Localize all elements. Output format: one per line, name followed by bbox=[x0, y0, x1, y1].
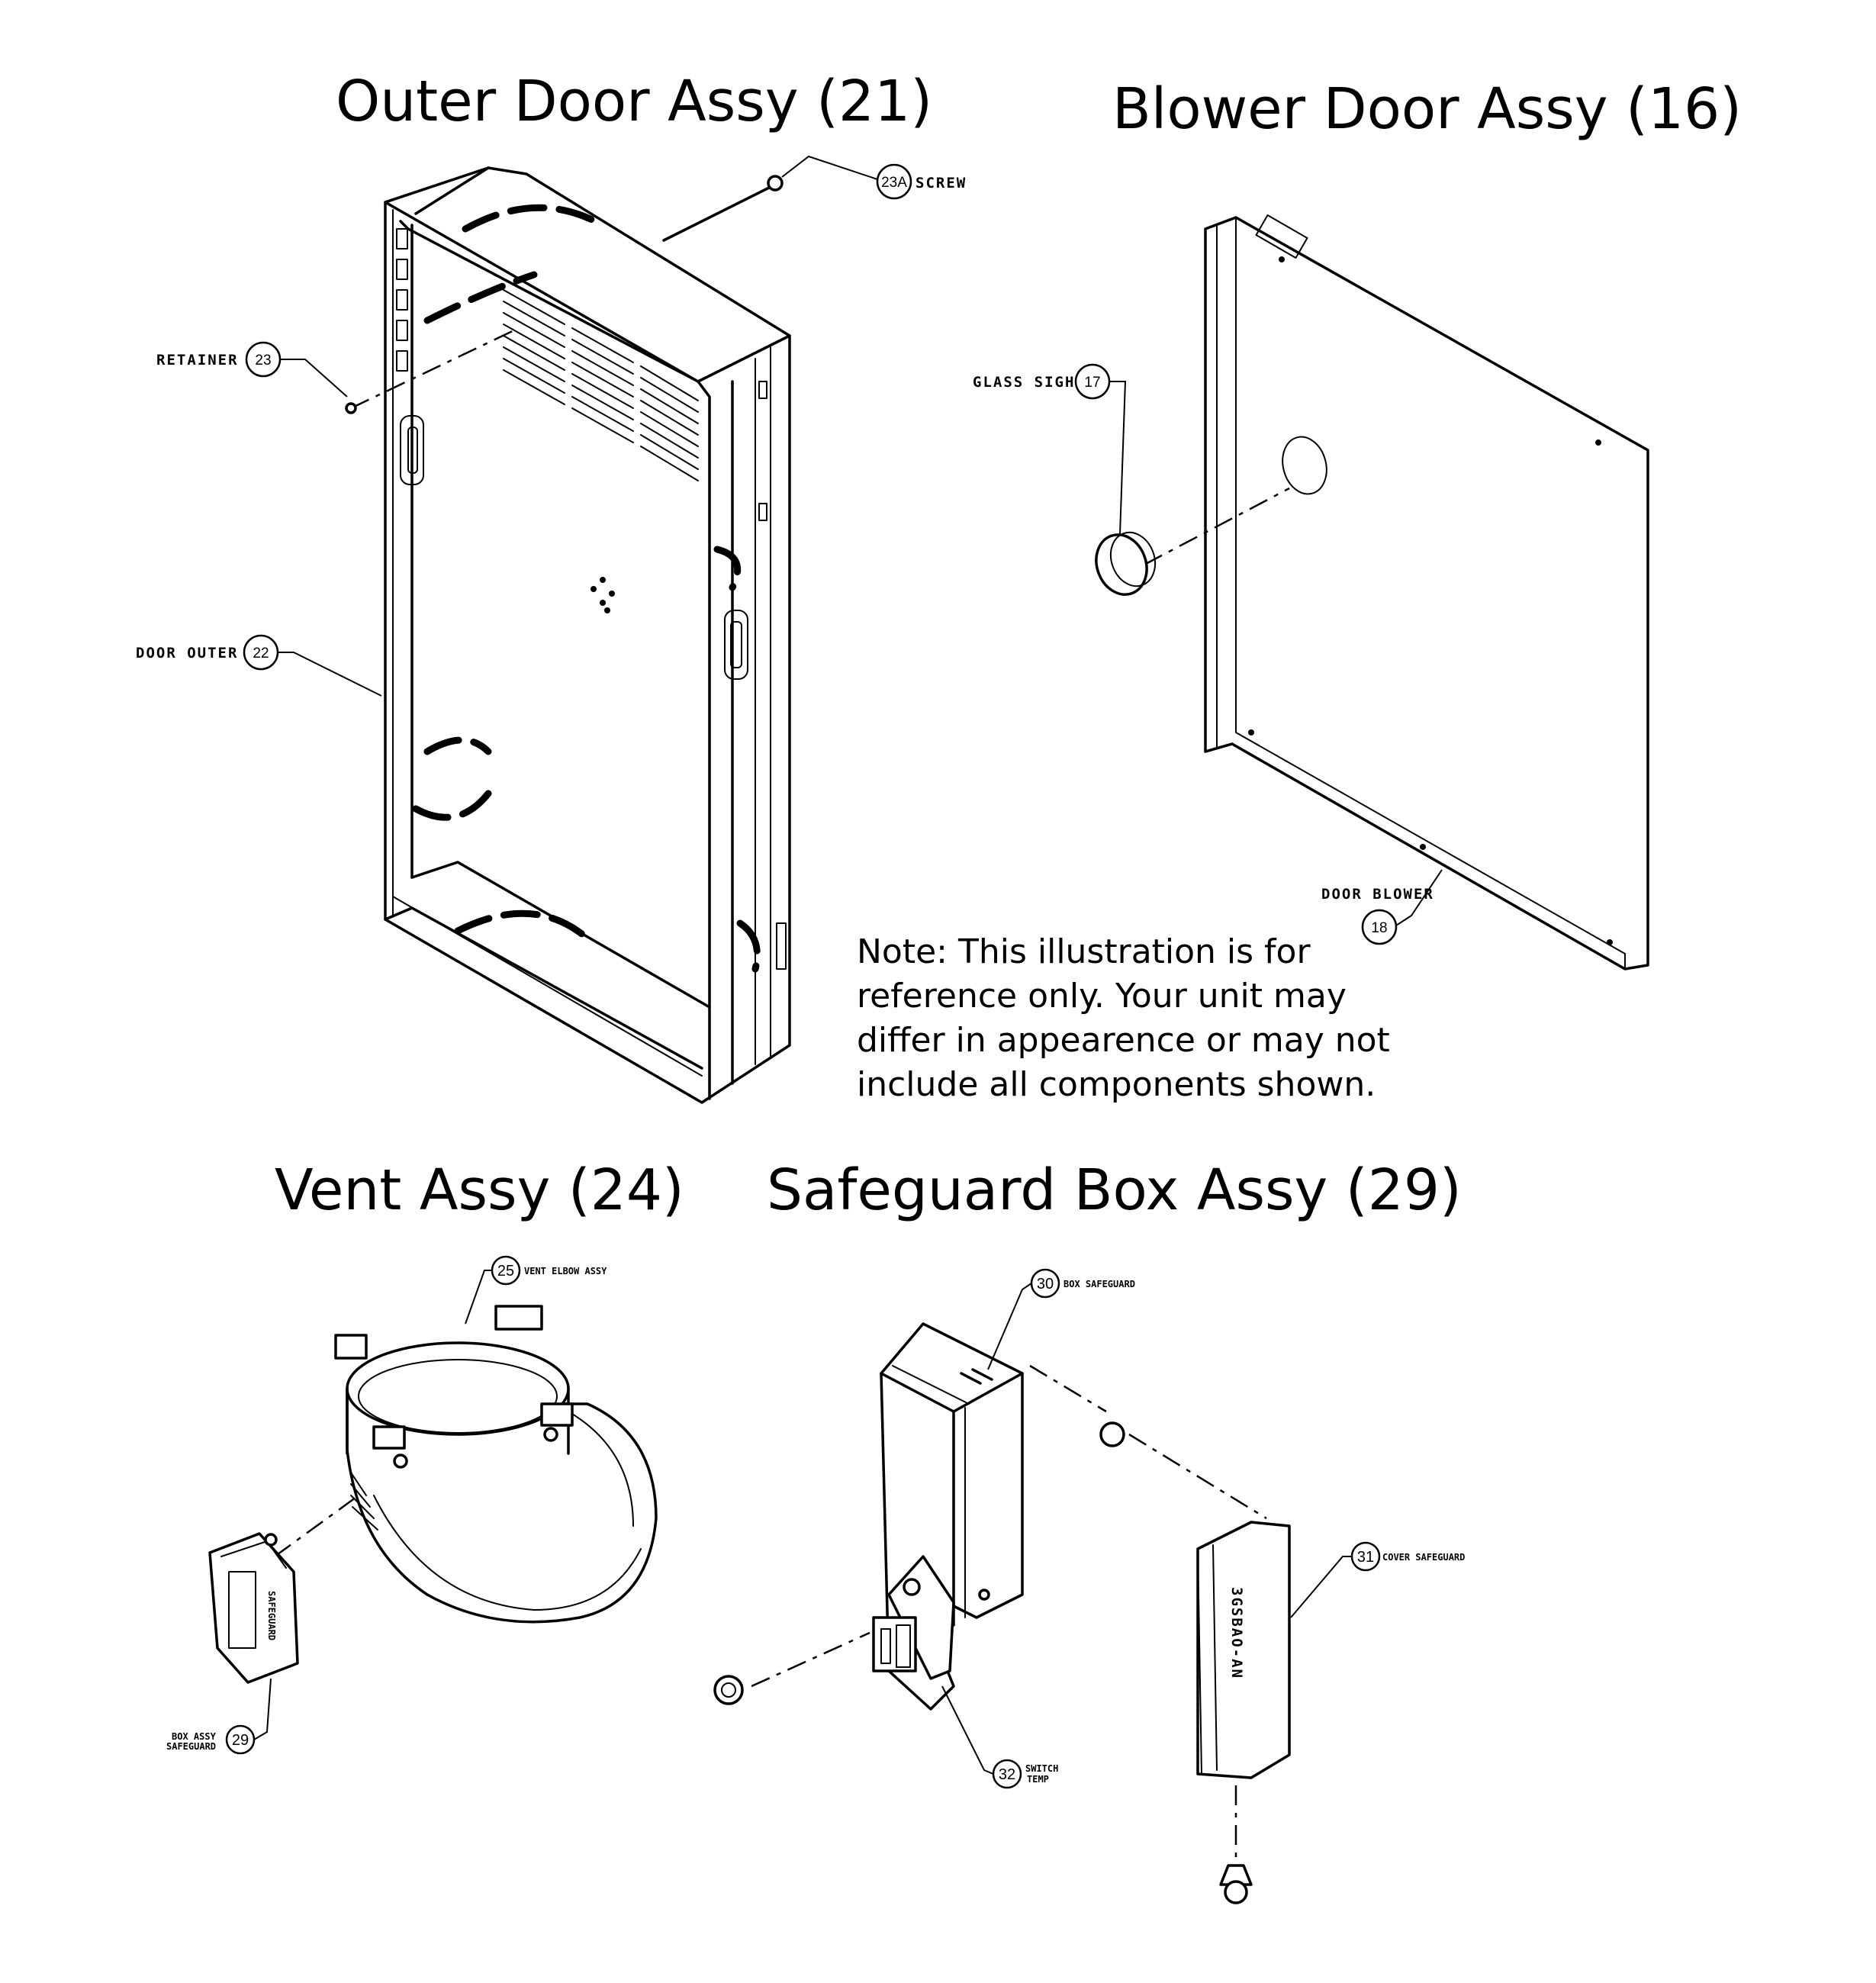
screw-23a bbox=[767, 175, 784, 192]
sight-hole bbox=[1282, 436, 1327, 495]
note-line-3: differ in appearence or may not bbox=[857, 1021, 1390, 1060]
vent-drawing: SAFEGUARD bbox=[208, 1305, 658, 1684]
title-outer-door-assy: Outer Door Assy (21) bbox=[336, 69, 932, 134]
callout-label-glass-sight: GLASS SIGHT bbox=[973, 374, 1086, 391]
door-louvers bbox=[503, 289, 699, 481]
callout-door-outer: DOOR OUTER 22 bbox=[136, 634, 382, 697]
callout-label-door-blower: DOOR BLOWER bbox=[1321, 886, 1434, 903]
callout-cover-safeguard: 31 COVER SAFEGUARD bbox=[1290, 1541, 1465, 1618]
callout-num-door-outer: 22 bbox=[253, 645, 269, 662]
callout-label-box-safeguard: BOX SAFEGUARD bbox=[1063, 1279, 1135, 1289]
callout-screw: 23A SCREW bbox=[781, 155, 967, 200]
callout-label-box-assy-1: BOX ASSY bbox=[172, 1731, 217, 1742]
title-safeguard-box-assy: Safeguard Box Assy (29) bbox=[767, 1157, 1462, 1223]
callout-num-box-assy: 29 bbox=[232, 1732, 249, 1749]
glass-sight-17 bbox=[1095, 533, 1148, 596]
screw-left bbox=[713, 1675, 744, 1705]
callout-num-cover-safeguard: 31 bbox=[1357, 1549, 1374, 1566]
callout-label-switch-temp-1: SWITCH bbox=[1025, 1763, 1058, 1774]
note-line-1: Note: This illustration is for bbox=[857, 932, 1311, 971]
screw-bottom bbox=[1219, 1864, 1253, 1886]
callout-num-switch-temp: 32 bbox=[999, 1766, 1015, 1783]
callout-num-screw: 23A bbox=[881, 175, 907, 191]
callout-label-cover-safeguard: COVER SAFEGUARD bbox=[1382, 1552, 1465, 1563]
safeguard-box-drawing: 3GSBAO-AN bbox=[713, 1322, 1291, 1904]
screw-mid bbox=[1099, 1421, 1125, 1447]
disclaimer-note: Note: This illustration is for reference… bbox=[857, 932, 1390, 1104]
vent-tab bbox=[334, 1334, 368, 1360]
callout-num-glass-sight: 17 bbox=[1084, 375, 1100, 391]
title-blower-door-assy: Blower Door Assy (16) bbox=[1112, 76, 1742, 142]
callout-box-assy: BOX ASSY SAFEGUARD 29 bbox=[166, 1678, 272, 1755]
title-vent-assy: Vent Assy (24) bbox=[275, 1157, 684, 1223]
callout-label-vent-elbow: VENT ELBOW ASSY bbox=[524, 1266, 607, 1276]
top-knockout bbox=[462, 204, 599, 233]
blower-door-panel bbox=[1204, 216, 1649, 971]
callout-retainer: RETAINER 23 bbox=[156, 327, 520, 414]
vent-safeguard-box bbox=[208, 1532, 299, 1684]
right-handle bbox=[724, 610, 748, 680]
callout-glass-sight: GLASS SIGHT 17 bbox=[973, 363, 1127, 535]
callout-num-vent-elbow: 25 bbox=[497, 1263, 514, 1280]
callout-vent-elbow: 25 VENT ELBOW ASSY bbox=[465, 1255, 607, 1325]
callout-num-door-blower: 18 bbox=[1371, 920, 1387, 936]
left-handle bbox=[400, 415, 424, 485]
callout-label-switch-temp-2: TEMP bbox=[1027, 1774, 1049, 1785]
vent-collar bbox=[346, 1341, 570, 1436]
cover-marking: 3GSBAO-AN bbox=[1228, 1587, 1245, 1679]
callout-label-screw: SCREW bbox=[915, 175, 967, 192]
callout-label-door-outer: DOOR OUTER bbox=[136, 645, 238, 662]
callout-num-box-safeguard: 30 bbox=[1037, 1276, 1054, 1292]
callout-num-retainer: 23 bbox=[255, 352, 271, 369]
callout-label-retainer: RETAINER bbox=[156, 352, 239, 369]
callout-label-box-assy-2: SAFEGUARD bbox=[166, 1741, 216, 1752]
note-line-4: include all components shown. bbox=[857, 1065, 1376, 1104]
callout-door-blower: DOOR BLOWER 18 bbox=[1321, 869, 1443, 945]
callout-box-safeguard: 30 BOX SAFEGUARD bbox=[987, 1268, 1135, 1370]
cover-safeguard-body bbox=[1196, 1521, 1291, 1779]
blower-door-drawing bbox=[1095, 214, 1649, 971]
note-line-2: reference only. Your unit may bbox=[857, 977, 1347, 1016]
outer-door-drawing bbox=[384, 166, 791, 1104]
vent-box-marking: SAFEGUARD bbox=[266, 1591, 277, 1640]
callout-switch-temp: 32 SWITCH TEMP bbox=[941, 1685, 1058, 1789]
